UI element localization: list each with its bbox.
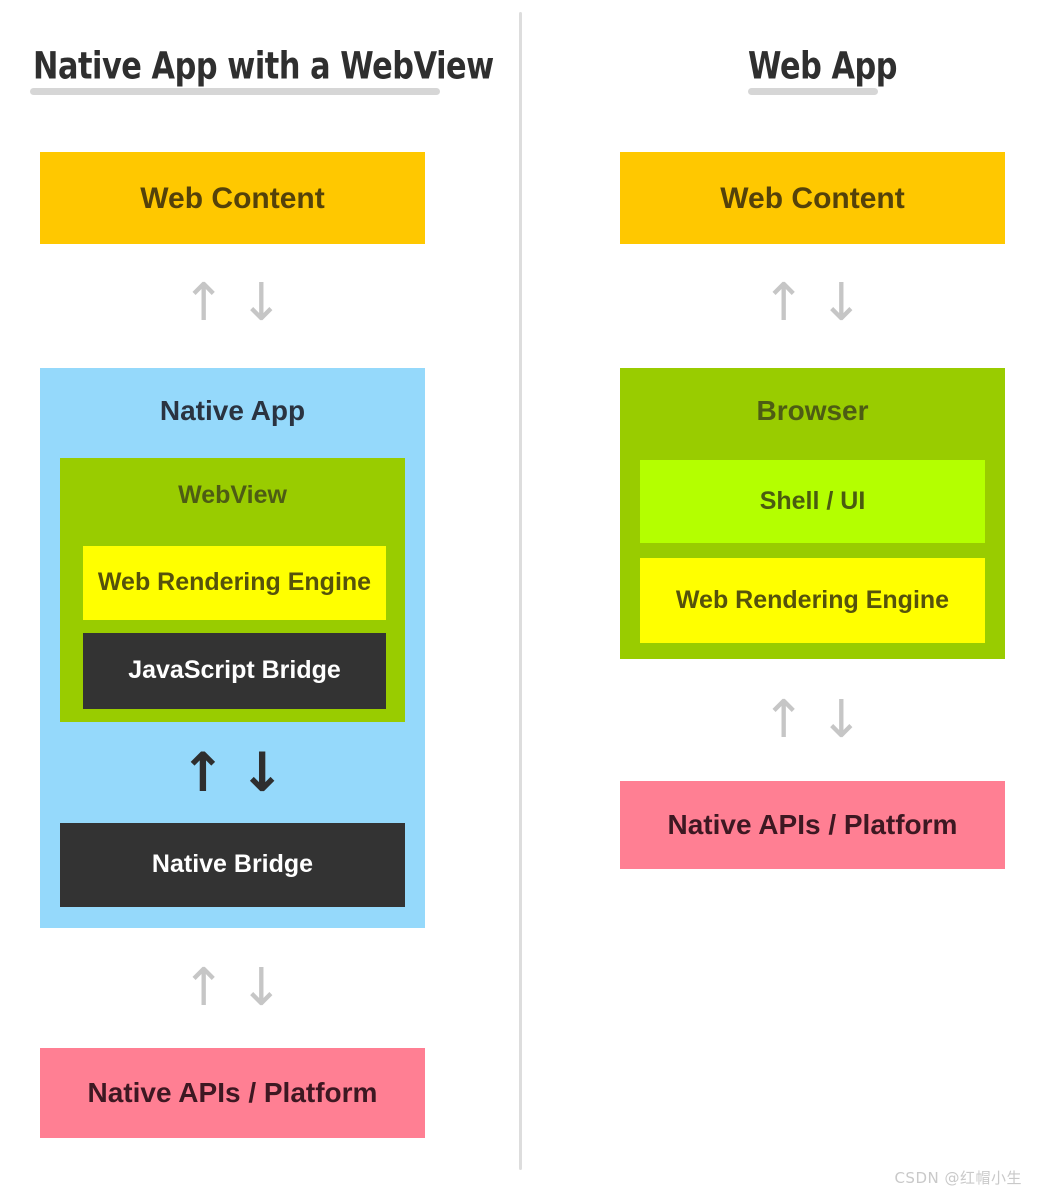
left-arrows-webcontent-nativeapp: ↑ ↓	[40, 273, 425, 333]
right-column-title: Web App	[748, 44, 898, 88]
left-column-title: Native App with a WebView	[33, 44, 494, 88]
left-box-native-app-label: Native App	[159, 395, 306, 426]
left-arrows-nativeapp-nativeapis: ↑ ↓	[40, 958, 425, 1018]
arrow-up-icon: ↑	[180, 741, 226, 804]
right-box-browser-label: Browser	[756, 395, 869, 426]
left-box-web-content: Web Content	[40, 152, 425, 244]
arrow-down-icon: ↓	[819, 690, 864, 750]
column-divider	[519, 12, 522, 1170]
left-arrows-webview-nativebridge: ↑ ↓	[40, 743, 425, 803]
left-title-underline	[30, 88, 440, 95]
arrow-down-icon: ↓	[239, 273, 284, 333]
arrow-up-icon: ↑	[181, 273, 226, 333]
right-box-shell-ui: Shell / UI	[640, 460, 985, 543]
left-box-webview-label: WebView	[178, 481, 287, 509]
arrow-up-icon: ↑	[181, 958, 226, 1018]
arrow-up-icon: ↑	[761, 273, 806, 333]
left-box-web-rendering-engine: Web Rendering Engine	[83, 546, 386, 620]
right-box-browser: Browser Shell / UI Web Rendering Engine	[620, 368, 1005, 659]
right-box-web-rendering-engine: Web Rendering Engine	[640, 558, 985, 643]
left-box-javascript-bridge: JavaScript Bridge	[83, 633, 386, 709]
right-box-web-content: Web Content	[620, 152, 1005, 244]
right-arrows-browser-nativeapis: ↑ ↓	[620, 690, 1005, 750]
left-box-native-bridge: Native Bridge	[60, 823, 405, 907]
right-box-native-apis-platform: Native APIs / Platform	[620, 781, 1005, 869]
left-box-native-apis-platform: Native APIs / Platform	[40, 1048, 425, 1138]
right-title-underline	[748, 88, 878, 95]
arrow-down-icon: ↓	[239, 958, 284, 1018]
left-box-native-app: Native App WebView Web Rendering Engine …	[40, 368, 425, 928]
arrow-up-icon: ↑	[761, 690, 806, 750]
arrow-down-icon: ↓	[819, 273, 864, 333]
right-arrows-webcontent-browser: ↑ ↓	[620, 273, 1005, 333]
left-box-webview: WebView Web Rendering Engine JavaScript …	[60, 458, 405, 722]
arrow-down-icon: ↓	[239, 741, 285, 804]
watermark: CSDN @红帽小生	[894, 1169, 1022, 1187]
